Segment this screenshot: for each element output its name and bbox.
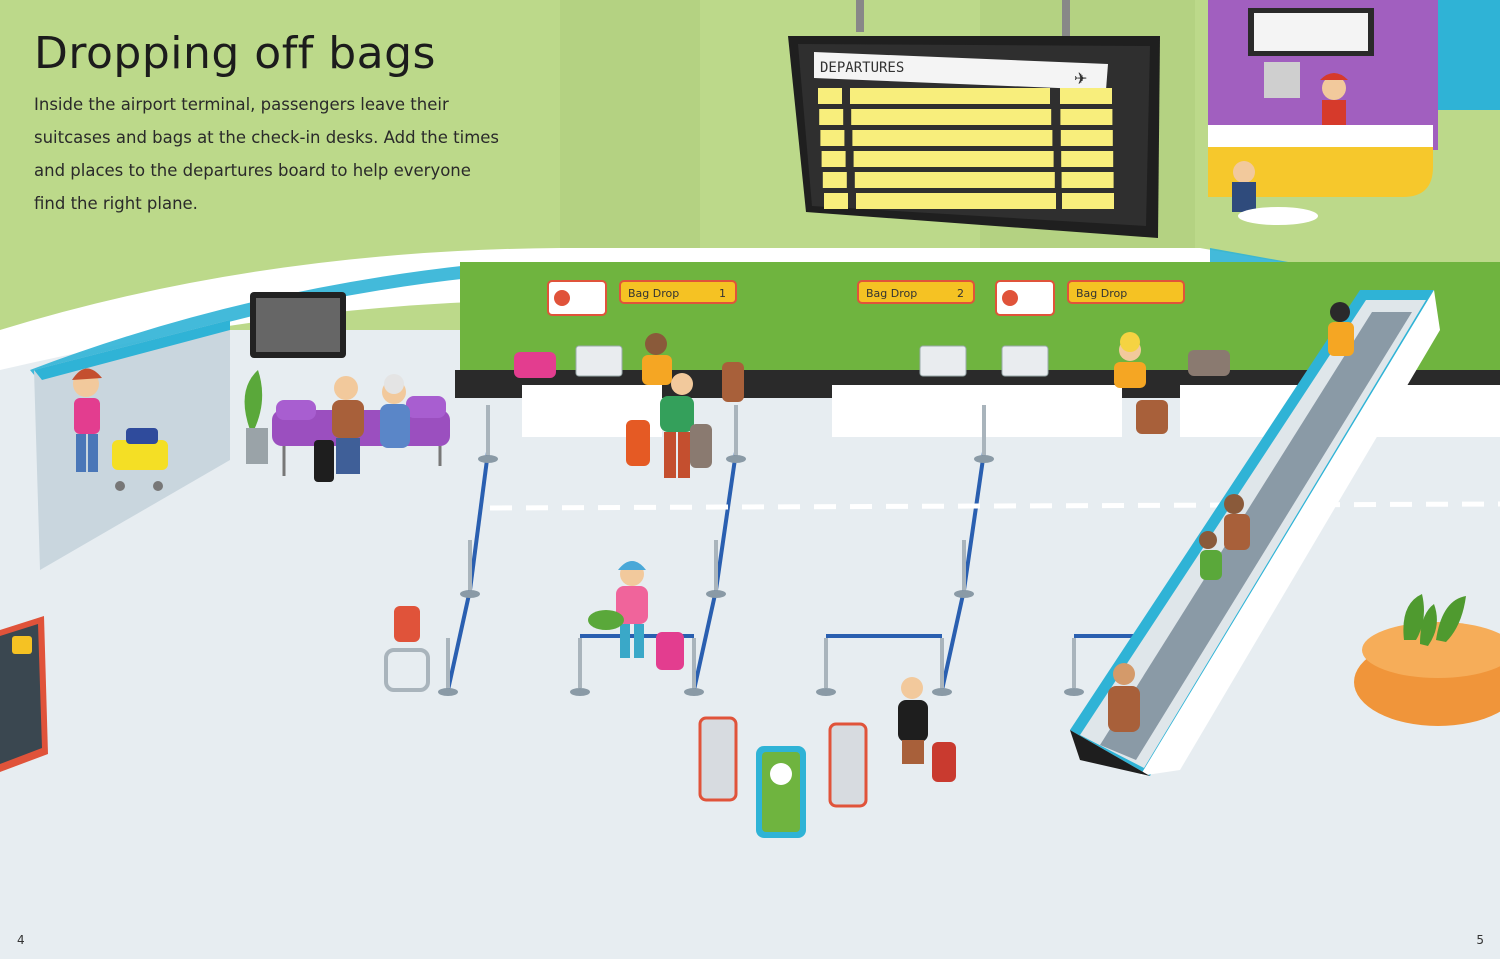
mezzanine-glass bbox=[30, 265, 470, 382]
departure-slot bbox=[853, 151, 1054, 167]
queue-post bbox=[932, 688, 952, 696]
desk-monitor bbox=[1001, 345, 1049, 377]
airline-logo-sign bbox=[547, 280, 607, 316]
suitcase bbox=[1188, 350, 1230, 376]
baggage-trolley-stand bbox=[384, 606, 430, 692]
departure-slot bbox=[850, 88, 1050, 104]
page-title: Dropping off bags bbox=[34, 28, 436, 79]
desk-monitor bbox=[575, 345, 623, 377]
queue-posts bbox=[438, 405, 1084, 696]
suitcase bbox=[514, 352, 556, 378]
departure-slot bbox=[852, 130, 1053, 146]
check-in-staff-blonde bbox=[1114, 332, 1146, 388]
departure-slot bbox=[1062, 193, 1114, 209]
queue-post bbox=[816, 688, 836, 696]
queue-post bbox=[1064, 688, 1084, 696]
desk-monitor bbox=[919, 345, 967, 377]
departure-slot bbox=[818, 88, 842, 104]
departures-rows bbox=[818, 88, 1114, 209]
airline-display-stand bbox=[756, 746, 806, 838]
departures-title: DEPARTURES bbox=[820, 60, 904, 76]
departure-slot bbox=[822, 172, 847, 188]
queue-post bbox=[438, 688, 458, 696]
departure-slot bbox=[854, 172, 1055, 188]
departure-slot bbox=[1061, 172, 1114, 188]
departure-slot bbox=[1060, 109, 1113, 125]
information-sign bbox=[0, 616, 48, 772]
escalator bbox=[1070, 290, 1440, 776]
departure-slot bbox=[856, 193, 1056, 209]
departure-slot bbox=[1061, 151, 1114, 167]
passenger-with-trolley bbox=[72, 368, 168, 491]
queue-post bbox=[726, 455, 746, 463]
queue-post bbox=[478, 455, 498, 463]
departures-board: DEPARTURES ✈ bbox=[788, 0, 1160, 238]
departure-slot bbox=[819, 109, 844, 125]
intro-paragraph: Inside the airport terminal, passengers … bbox=[34, 95, 500, 213]
bag-drop-sign-3: Bag Drop bbox=[1067, 280, 1185, 304]
bag-drop-sign-1: Bag Drop 1 bbox=[619, 280, 737, 304]
bag-drop-label: Bag Drop bbox=[866, 287, 917, 300]
bag-drop-label: Bag Drop bbox=[1076, 287, 1127, 300]
suitcase bbox=[722, 362, 744, 402]
gate-frame bbox=[34, 320, 230, 380]
check-in-kiosk bbox=[828, 722, 868, 808]
people-on-escalator bbox=[1108, 302, 1354, 732]
older-couple bbox=[314, 374, 410, 482]
potted-plant bbox=[244, 370, 268, 464]
queue-post bbox=[460, 590, 480, 598]
departure-slot bbox=[820, 130, 845, 146]
suitcase bbox=[1136, 400, 1168, 434]
departure-slot bbox=[821, 151, 846, 167]
check-in-staff bbox=[642, 333, 672, 385]
bag-drop-number: 2 bbox=[957, 287, 964, 300]
departure-slot bbox=[1060, 130, 1113, 146]
queue-post bbox=[570, 688, 590, 696]
bag-drop-sign-2: Bag Drop 2 bbox=[857, 280, 975, 304]
departure-slot bbox=[824, 193, 848, 209]
bag-drop-label: Bag Drop bbox=[628, 287, 679, 300]
check-in-desk bbox=[832, 385, 1122, 437]
departure-slot bbox=[851, 109, 1052, 125]
food-court bbox=[1208, 0, 1500, 225]
girl-with-suitcase bbox=[588, 561, 684, 670]
page-number-left: 4 bbox=[17, 933, 25, 947]
departure-slot bbox=[1060, 88, 1112, 104]
passenger-green-shirt bbox=[626, 373, 712, 478]
queue-post bbox=[706, 590, 726, 598]
page-number-right: 5 bbox=[1476, 933, 1484, 947]
bag-drop-number: 1 bbox=[719, 287, 726, 300]
airline-logo-sign bbox=[995, 280, 1055, 316]
businesswoman-on-phone bbox=[898, 677, 956, 782]
check-in-kiosk bbox=[698, 716, 738, 802]
queue-post bbox=[684, 688, 704, 696]
queue-barriers bbox=[446, 451, 1140, 691]
wall-panel bbox=[560, 0, 700, 260]
queue-post bbox=[954, 590, 974, 598]
planter bbox=[1354, 594, 1500, 726]
plane-icon: ✈ bbox=[1074, 69, 1087, 88]
flight-info-monitor bbox=[250, 292, 346, 358]
queue-post bbox=[974, 455, 994, 463]
